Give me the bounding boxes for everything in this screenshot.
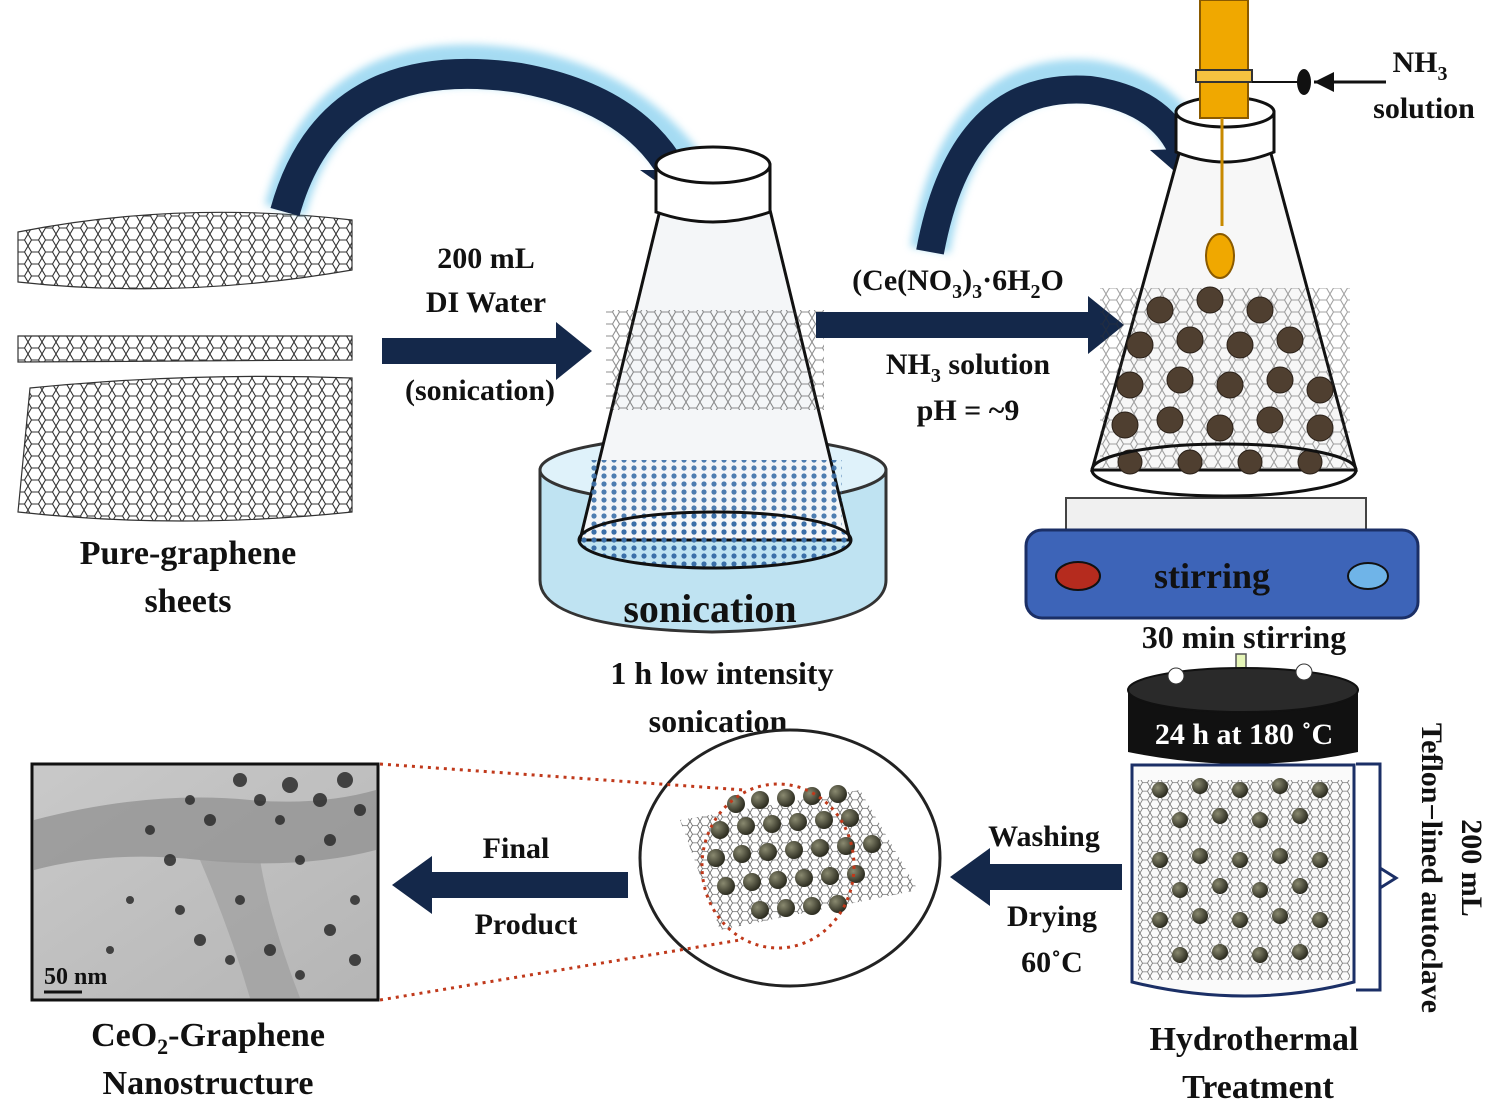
step4-caption-line2: Treatment [1182, 1069, 1334, 1106]
autoclave-side-line1: 200 mL [1455, 819, 1488, 917]
flask-icon [577, 145, 853, 570]
arrow-4-icon [392, 856, 628, 914]
sonication-label: sonication [623, 586, 796, 631]
stirring-label: stirring [1154, 556, 1270, 596]
arrow-2-icon [816, 296, 1124, 354]
dropper-icon [1195, 0, 1386, 279]
arrow4-line2: Product [475, 908, 578, 941]
autoclave-icon [1127, 663, 1399, 998]
graphene-sheets-icon [17, 211, 353, 522]
nh3-label-line2: solution [1373, 92, 1475, 125]
scale-bar-label: 50 nm [44, 964, 107, 990]
arrow1-line2: DI Water [426, 286, 546, 319]
arrow1-line1: 200 mL [437, 242, 535, 275]
nh3-label-line1: NH3 [1393, 46, 1448, 85]
curved-arrow-1 [264, 44, 719, 217]
step5-caption-line2: Nanostructure [103, 1065, 314, 1102]
hotplate-icon [1024, 497, 1420, 620]
step4-caption-line1: Hydrothermal [1149, 1021, 1358, 1058]
step3-caption: 30 min stirring [1142, 619, 1346, 655]
arrow4-line1: Final [483, 832, 550, 865]
reaction-flask-icon [1090, 95, 1358, 498]
arrow2-bottom-line1: NH3 solution [886, 348, 1051, 387]
arrow2-top-label: (Ce(NO3)3·6H2O [852, 264, 1064, 303]
tem-micrograph [30, 762, 380, 1002]
arrow-1-icon [382, 322, 592, 380]
graphene-title-line1: Pure-graphene [80, 535, 297, 572]
arrow3-line3: 60˚C [1021, 946, 1083, 979]
step2-caption-line1: 1 h low intensity [610, 655, 833, 691]
zoom-guide-lines [379, 762, 745, 1002]
nanostructure-zoom-icon [638, 728, 942, 988]
graphene-title-line2: sheets [145, 583, 232, 620]
arrow3-line2: Drying [1007, 900, 1097, 933]
autoclave-side-line2: Teflon−lined autoclave [1415, 723, 1448, 1013]
arrow1-line3: (sonication) [405, 374, 555, 407]
autoclave-lid-label: 24 h at 180 ˚C [1155, 718, 1333, 751]
arrow3-line1: Washing [988, 820, 1100, 853]
arrow2-bottom-line2: pH = ~9 [917, 394, 1020, 427]
step5-caption-line1: CeO2-Graphene [91, 1017, 325, 1059]
arrow-3-icon [950, 848, 1122, 906]
